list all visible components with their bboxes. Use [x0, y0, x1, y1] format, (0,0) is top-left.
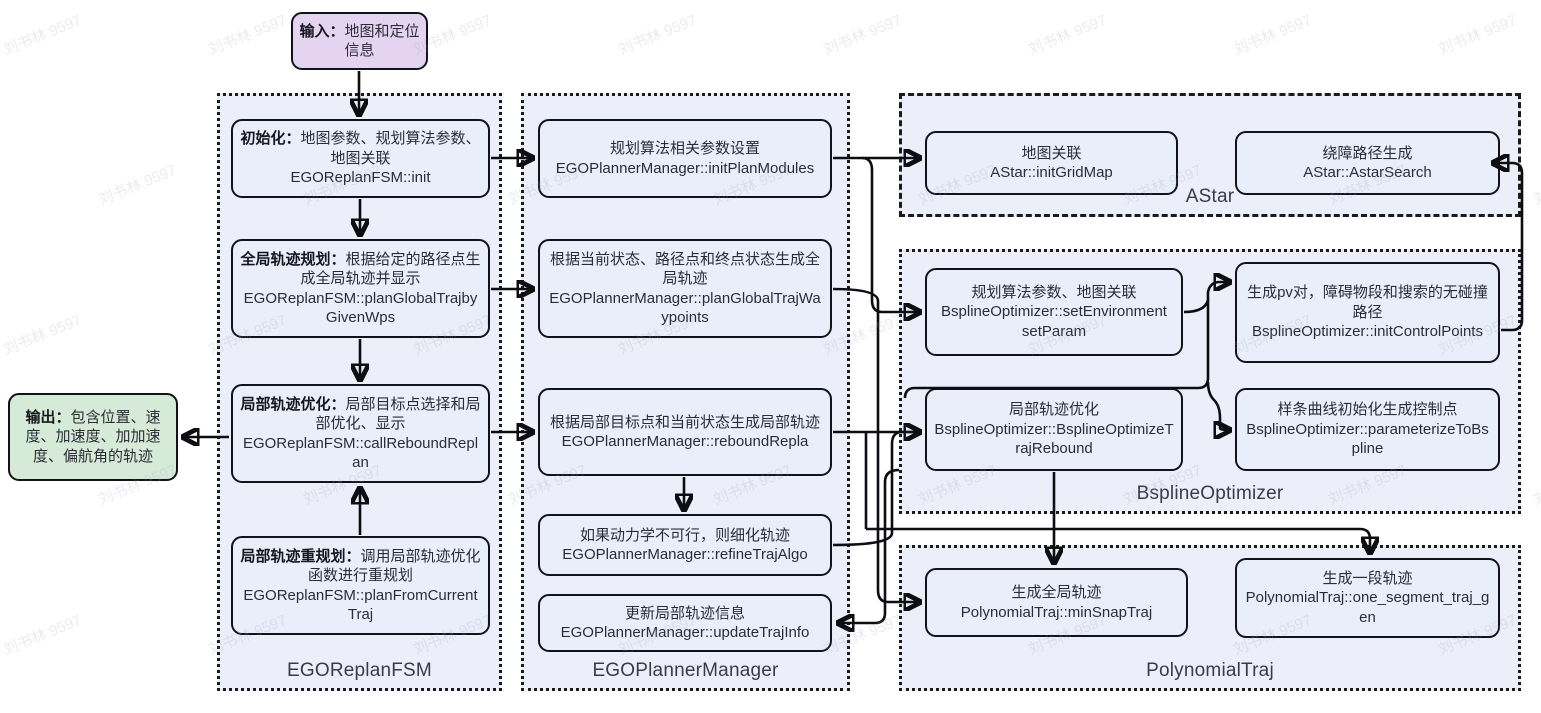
output-label-bold: 输出：	[25, 408, 71, 426]
node-fsm-init-bold: 初始化：	[240, 130, 301, 148]
input-label-bold: 输入：	[299, 22, 345, 40]
node-bs-rebound-fn: BsplineOptimizer::BsplineOptimizeTrajReb…	[934, 420, 1174, 458]
node-fsm-local-cn: 局部目标点选择和局部优化、显示	[315, 395, 481, 433]
node-bspline-setenvironment[interactable]: 规划算法参数、地图关联 BsplineOptimizer::setEnviron…	[925, 268, 1183, 356]
node-astar-map-fn: AStar::initGridMap	[990, 164, 1113, 181]
group-title-bsplineoptimizer: BsplineOptimizer	[1136, 483, 1284, 504]
node-bs-param-fn: BsplineOptimizer::parameterizeToBspline	[1246, 420, 1489, 458]
node-fsm-init-cn: 地图参数、规划算法参数、地图关联	[300, 130, 481, 167]
node-fsm-callreboundreplan[interactable]: 局部轨迹优化：局部目标点选择和局部优化、显示 EGOReplanFSM::cal…	[231, 384, 490, 483]
node-mgr-initplanmodules[interactable]: 规划算法相关参数设置 EGOPlannerManager::initPlanMo…	[538, 119, 832, 198]
node-mgr-updatetrajinfo[interactable]: 更新局部轨迹信息 EGOPlannerManager::updateTrajIn…	[538, 594, 832, 652]
node-fsm-global-bold: 全局轨迹规划：	[240, 250, 346, 268]
input-node: 输入：地图和定位信息	[291, 12, 428, 70]
node-fsm-replan-fn: EGOReplanFSM::planFromCurrentTraj	[243, 586, 478, 624]
node-mgr-global-cn: 根据当前状态、路径点和终点状态生成全局轨迹	[549, 250, 820, 288]
node-bs-ctrl-cn: 生成pv对，障碍物段和搜索的无碰撞路径	[1247, 284, 1488, 321]
node-bs-param-cn: 样条曲线初始化生成控制点	[1277, 401, 1458, 419]
node-fsm-global-fn: EGOReplanFSM::planGlobalTrajbyGivenWps	[243, 289, 478, 327]
node-fsm-local-fn: EGOReplanFSM::callReboundReplan	[242, 434, 479, 472]
node-mgr-global-fn: EGOPlannerManager::planGlobalTrajWaypoin…	[549, 289, 821, 327]
node-astar-initgridmap[interactable]: 地图关联 AStar::initGridMap	[925, 131, 1178, 195]
node-bspline-initcontrolpoints[interactable]: 生成pv对，障碍物段和搜索的无碰撞路径 BsplineOptimizer::in…	[1235, 262, 1500, 363]
node-mgr-rebound-cn: 根据局部目标点和当前状态生成局部轨迹	[549, 413, 820, 431]
node-mgr-planglobaltrajwaypoints[interactable]: 根据当前状态、路径点和终点状态生成全局轨迹 EGOPlannerManager:…	[538, 239, 832, 338]
node-poly-min-fn: PolynomialTraj::minSnapTraj	[960, 603, 1153, 621]
node-bs-ctrl-fn: BsplineOptimizer::initControlPoints	[1252, 323, 1483, 341]
node-bspline-optimizetrajrebound[interactable]: 局部轨迹优化 BsplineOptimizer::BsplineOptimize…	[925, 388, 1183, 471]
node-astar-astarsearch[interactable]: 绕障路径生成 AStar::AstarSearch	[1235, 131, 1500, 195]
node-poly-min-cn: 生成全局轨迹	[1011, 584, 1102, 601]
node-mgr-update-cn: 更新局部轨迹信息	[624, 604, 745, 622]
output-label-rest: 包含位置、速度、加速度、加加速度、偏航角的轨迹	[25, 408, 161, 465]
output-node: 输出：包含位置、速度、加速度、加加速度、偏航角的轨迹	[8, 393, 178, 481]
node-astar-search-fn: AStar::AstarSearch	[1303, 164, 1432, 181]
node-fsm-init[interactable]: 初始化：地图参数、规划算法参数、地图关联 EGOReplanFSM::init	[231, 119, 490, 198]
node-bs-rebound-cn: 局部轨迹优化	[1008, 401, 1099, 419]
node-mgr-refine-fn: EGOPlannerManager::refineTrajAlgo	[562, 546, 808, 563]
node-bspline-parameterizetobspline[interactable]: 样条曲线初始化生成控制点 BsplineOptimizer::parameter…	[1235, 388, 1500, 471]
node-mgr-rebound-fn: EGOPlannerManager::reboundRepla	[561, 433, 809, 450]
node-mgr-update-fn: EGOPlannerManager::updateTrajInfo	[560, 624, 810, 641]
node-poly-minsnaptraj[interactable]: 生成全局轨迹 PolynomialTraj::minSnapTraj	[925, 568, 1188, 637]
input-label-rest: 地图和定位信息	[344, 22, 420, 60]
node-fsm-planfromcurrenttraj[interactable]: 局部轨迹重规划：调用局部轨迹优化函数进行重规划 EGOReplanFSM::pl…	[231, 536, 490, 635]
node-poly-seg-cn: 生成一段轨迹	[1322, 569, 1413, 587]
node-mgr-reboundrepla[interactable]: 根据局部目标点和当前状态生成局部轨迹 EGOPlannerManager::re…	[538, 388, 832, 476]
node-fsm-replan-cn: 调用局部轨迹优化函数进行重规划	[307, 547, 481, 585]
node-astar-search-cn: 绕障路径生成	[1322, 144, 1413, 162]
group-title-egoplannermanager: EGOPlannerManager	[592, 660, 779, 681]
group-title-egoreplanfsm: EGOReplanFSM	[287, 660, 432, 681]
node-fsm-replan-bold: 局部轨迹重规划：	[240, 547, 361, 565]
node-fsm-planglobaltraj[interactable]: 全局轨迹规划：根据给定的路径点生成全局轨迹并显示 EGOReplanFSM::p…	[231, 239, 490, 338]
node-astar-map-cn: 地图关联	[1021, 144, 1082, 162]
node-mgr-refinetrajalgo[interactable]: 如果动力学不可行，则细化轨迹 EGOPlannerManager::refine…	[538, 514, 832, 576]
node-poly-seg-fn: PolynomialTraj::one_segment_traj_gen	[1245, 589, 1490, 626]
node-bs-env-fn: BsplineOptimizer::setEnvironment setPara…	[941, 303, 1167, 340]
group-title-polynomialtraj: PolynomialTraj	[1146, 660, 1274, 681]
node-fsm-local-bold: 局部轨迹优化：	[240, 395, 346, 413]
group-title-astar: AStar	[1185, 186, 1235, 207]
node-fsm-global-cn: 根据给定的路径点生成全局轨迹并显示	[300, 250, 481, 288]
node-poly-onesegmenttrajgen[interactable]: 生成一段轨迹 PolynomialTraj::one_segment_traj_…	[1235, 558, 1500, 638]
node-mgr-init-fn: EGOPlannerManager::initPlanModules	[555, 159, 815, 177]
node-mgr-init-cn: 规划算法相关参数设置	[609, 140, 760, 157]
node-mgr-refine-cn: 如果动力学不可行，则细化轨迹	[579, 526, 790, 544]
node-bs-env-cn: 规划算法参数、地图关联	[971, 283, 1137, 301]
node-fsm-init-fn: EGOReplanFSM::init	[290, 169, 431, 187]
